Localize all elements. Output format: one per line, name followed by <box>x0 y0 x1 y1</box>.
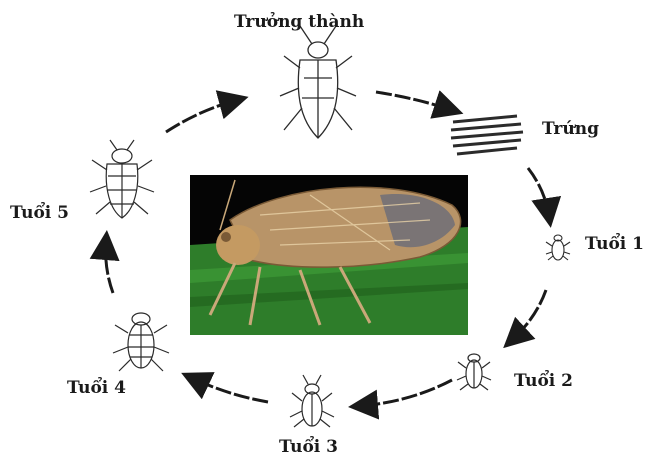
instar-1-nymph-icon <box>546 235 570 260</box>
arrow-instar4-to-instar5 <box>106 242 113 293</box>
arrow-egg-to-instar1 <box>528 168 549 216</box>
adult-insect-icon <box>280 26 356 138</box>
arrow-instar5-to-adult <box>166 100 237 132</box>
instar-3-nymph-icon <box>290 375 334 427</box>
label-instar-4: Tuổi 4 <box>67 378 126 398</box>
arrow-instar2-to-instar3 <box>360 380 452 406</box>
arrow-adult-to-egg <box>376 92 452 110</box>
label-instar-5: Tuổi 5 <box>10 203 69 223</box>
label-adult: Trưởng thành <box>234 12 364 32</box>
label-instar-2: Tuổi 2 <box>514 371 573 391</box>
egg-cluster-icon <box>451 116 523 154</box>
label-instar-3: Tuổi 3 <box>279 437 338 457</box>
instar-4-nymph-icon <box>113 313 169 371</box>
label-instar-1: Tuổi 1 <box>585 234 644 254</box>
arrow-instar3-to-instar4 <box>192 378 268 402</box>
arrow-instar1-to-instar2 <box>512 290 546 340</box>
instar-5-nymph-icon <box>90 140 154 218</box>
label-egg: Trứng <box>542 119 599 139</box>
instar-2-nymph-icon <box>457 354 491 390</box>
